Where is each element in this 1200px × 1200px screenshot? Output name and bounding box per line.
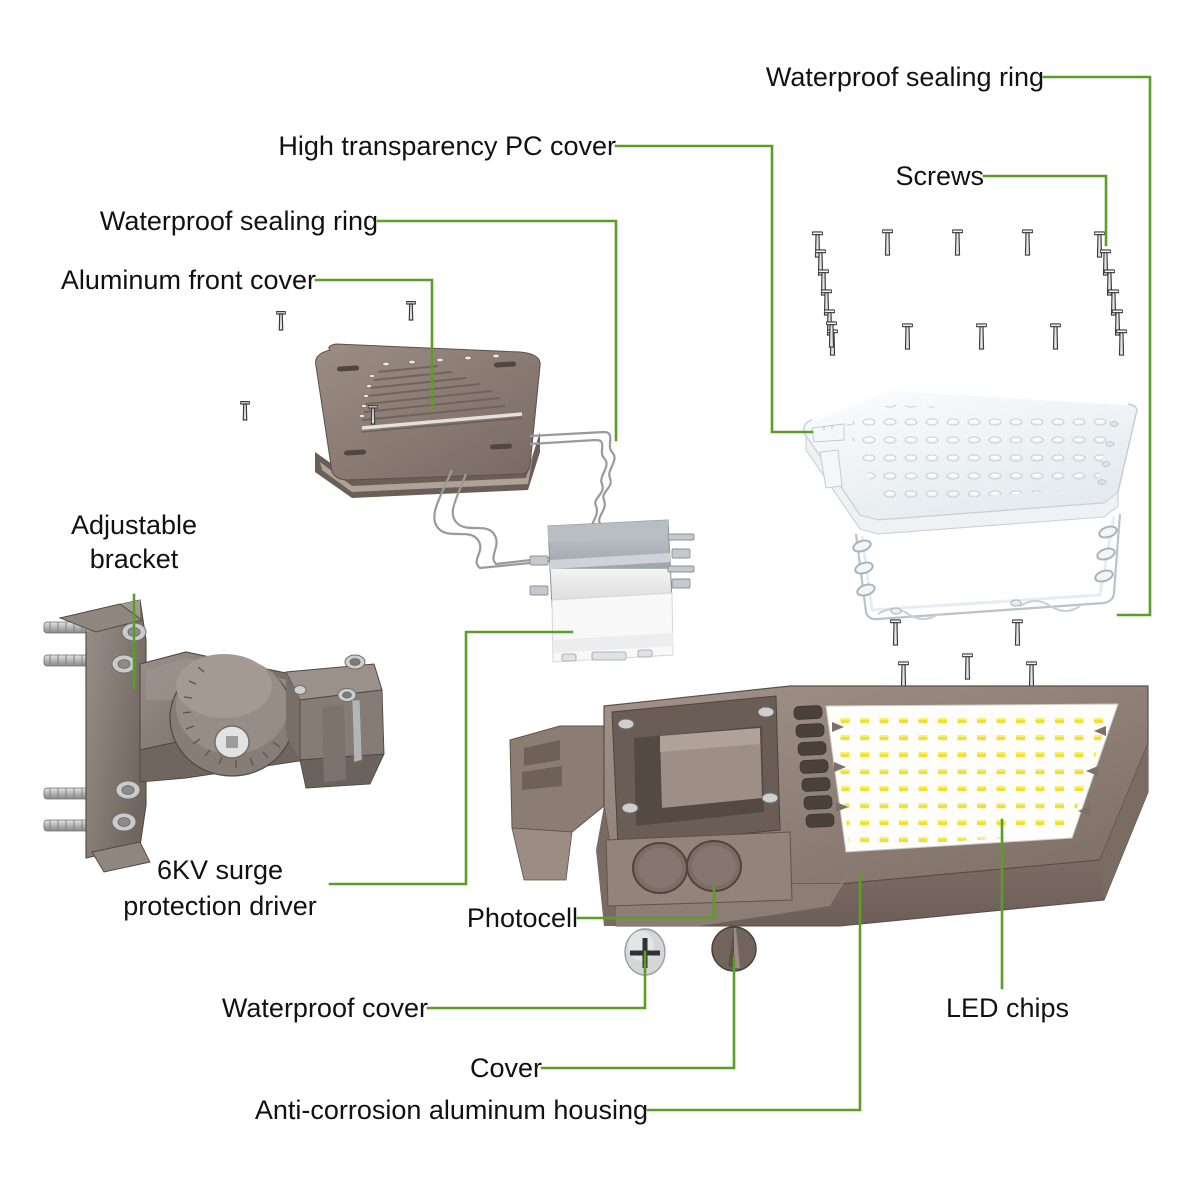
label-high-transparency-pc-cover: High transparency PC cover: [278, 131, 616, 161]
label-waterproof-cover: Waterproof cover: [221, 993, 428, 1023]
leader-pc-cover: [614, 144, 814, 434]
sealing-ring-part: [852, 513, 1122, 621]
bracket-part: [43, 599, 385, 873]
leader-aluminum-front-cover: [314, 278, 434, 410]
cover-part: [711, 926, 757, 972]
leader-screws: [982, 174, 1108, 247]
leader-waterproof-cover: [426, 950, 647, 1010]
leader-cover: [540, 956, 736, 1070]
aluminum-front-cover-part: [315, 343, 541, 498]
leader-waterproof-sealing-ring-top: [1042, 75, 1152, 617]
label-photocell: Photocell: [466, 903, 578, 933]
label-cover: Cover: [469, 1053, 542, 1083]
leader-surge-driver: [328, 630, 574, 886]
label-waterproof-sealing-ring-top: Waterproof sealing ring: [765, 62, 1044, 92]
pc-cover-part: [803, 388, 1138, 535]
leader-anti-corrosion-housing: [646, 872, 862, 1112]
label-adjustable-bracket-line1: Adjustable: [70, 510, 198, 540]
label-led-chips: LED chips: [946, 993, 1070, 1023]
housing-part: [509, 685, 1149, 927]
label-aluminum-front-cover: Aluminum front cover: [60, 265, 316, 295]
label-surge-driver-line1: 6KV surge: [156, 855, 284, 885]
label-screws: Screws: [895, 161, 984, 191]
label-surge-driver-line2: protection driver: [123, 891, 317, 921]
label-anti-corrosion-housing: Anti-corrosion aluminum housing: [254, 1095, 648, 1125]
leader-lines: [132, 75, 1152, 1112]
leader-waterproof-sealing-ring-left: [376, 219, 618, 442]
leader-photocell: [576, 884, 716, 920]
driver-part: [433, 430, 695, 663]
label-waterproof-sealing-ring-left: Waterproof sealing ring: [99, 206, 378, 236]
photocell-cover-part: [624, 928, 666, 976]
label-adjustable-bracket-line2: bracket: [89, 544, 179, 574]
